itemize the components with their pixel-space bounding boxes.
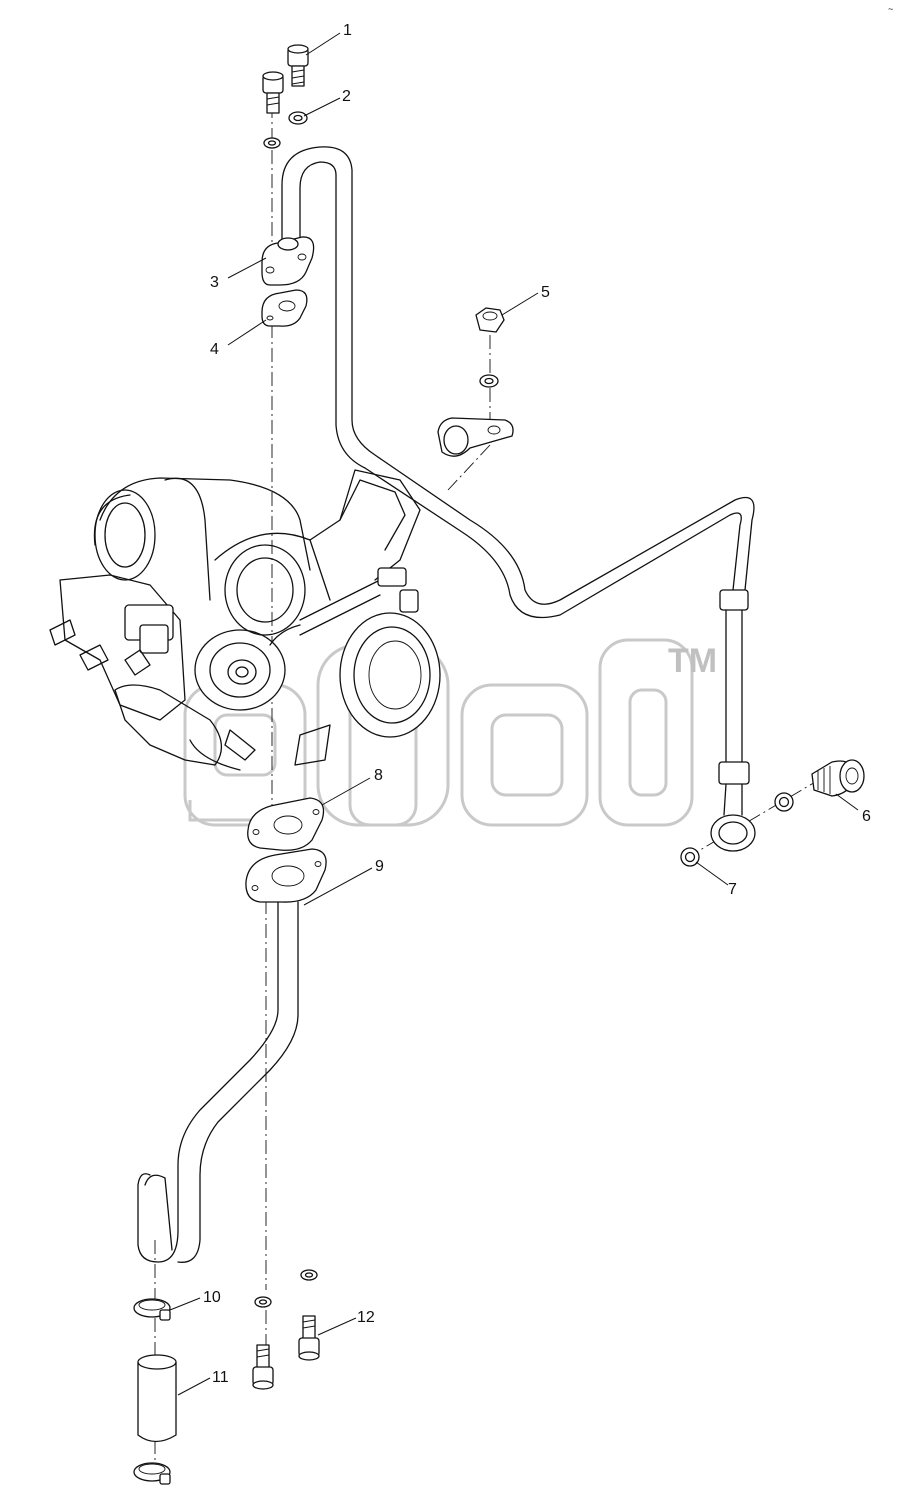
nut-5	[437, 307, 514, 457]
callout-labels: 1 2 3 4 5 6 7 8 9 10 11 12	[203, 22, 871, 1386]
callout-12: 12	[357, 1309, 375, 1326]
callout-8: 8	[374, 767, 383, 784]
center-lines	[154, 80, 823, 1462]
callout-1: 1	[343, 22, 352, 39]
callout-5: 5	[541, 284, 550, 301]
washer-2	[263, 111, 308, 149]
oil-return-pipe-9	[137, 848, 327, 1263]
corner-mark: ~	[888, 4, 893, 14]
flange-3	[261, 236, 315, 286]
trademark-mark: TM	[668, 642, 717, 680]
leader-lines	[169, 32, 859, 1396]
hose-clamp-10	[133, 1298, 171, 1485]
oil-feed-pipe	[281, 146, 756, 852]
bolt-12	[252, 1269, 320, 1390]
gasket-4	[261, 289, 308, 327]
gasket-8	[247, 797, 325, 851]
callout-2: 2	[342, 88, 351, 105]
callout-10: 10	[203, 1289, 221, 1306]
banjo-bolt-6	[811, 759, 865, 797]
callout-3: 3	[210, 274, 219, 291]
callout-6: 6	[862, 808, 871, 825]
callout-7: 7	[728, 881, 737, 898]
turbocharger	[49, 469, 441, 771]
callout-11: 11	[212, 1369, 229, 1386]
callout-9: 9	[375, 858, 384, 875]
sealing-ring-7	[680, 792, 794, 867]
bolt-1	[287, 44, 309, 87]
hose-11	[137, 1354, 177, 1443]
callout-4: 4	[210, 341, 219, 358]
bolt-1b	[262, 71, 284, 114]
